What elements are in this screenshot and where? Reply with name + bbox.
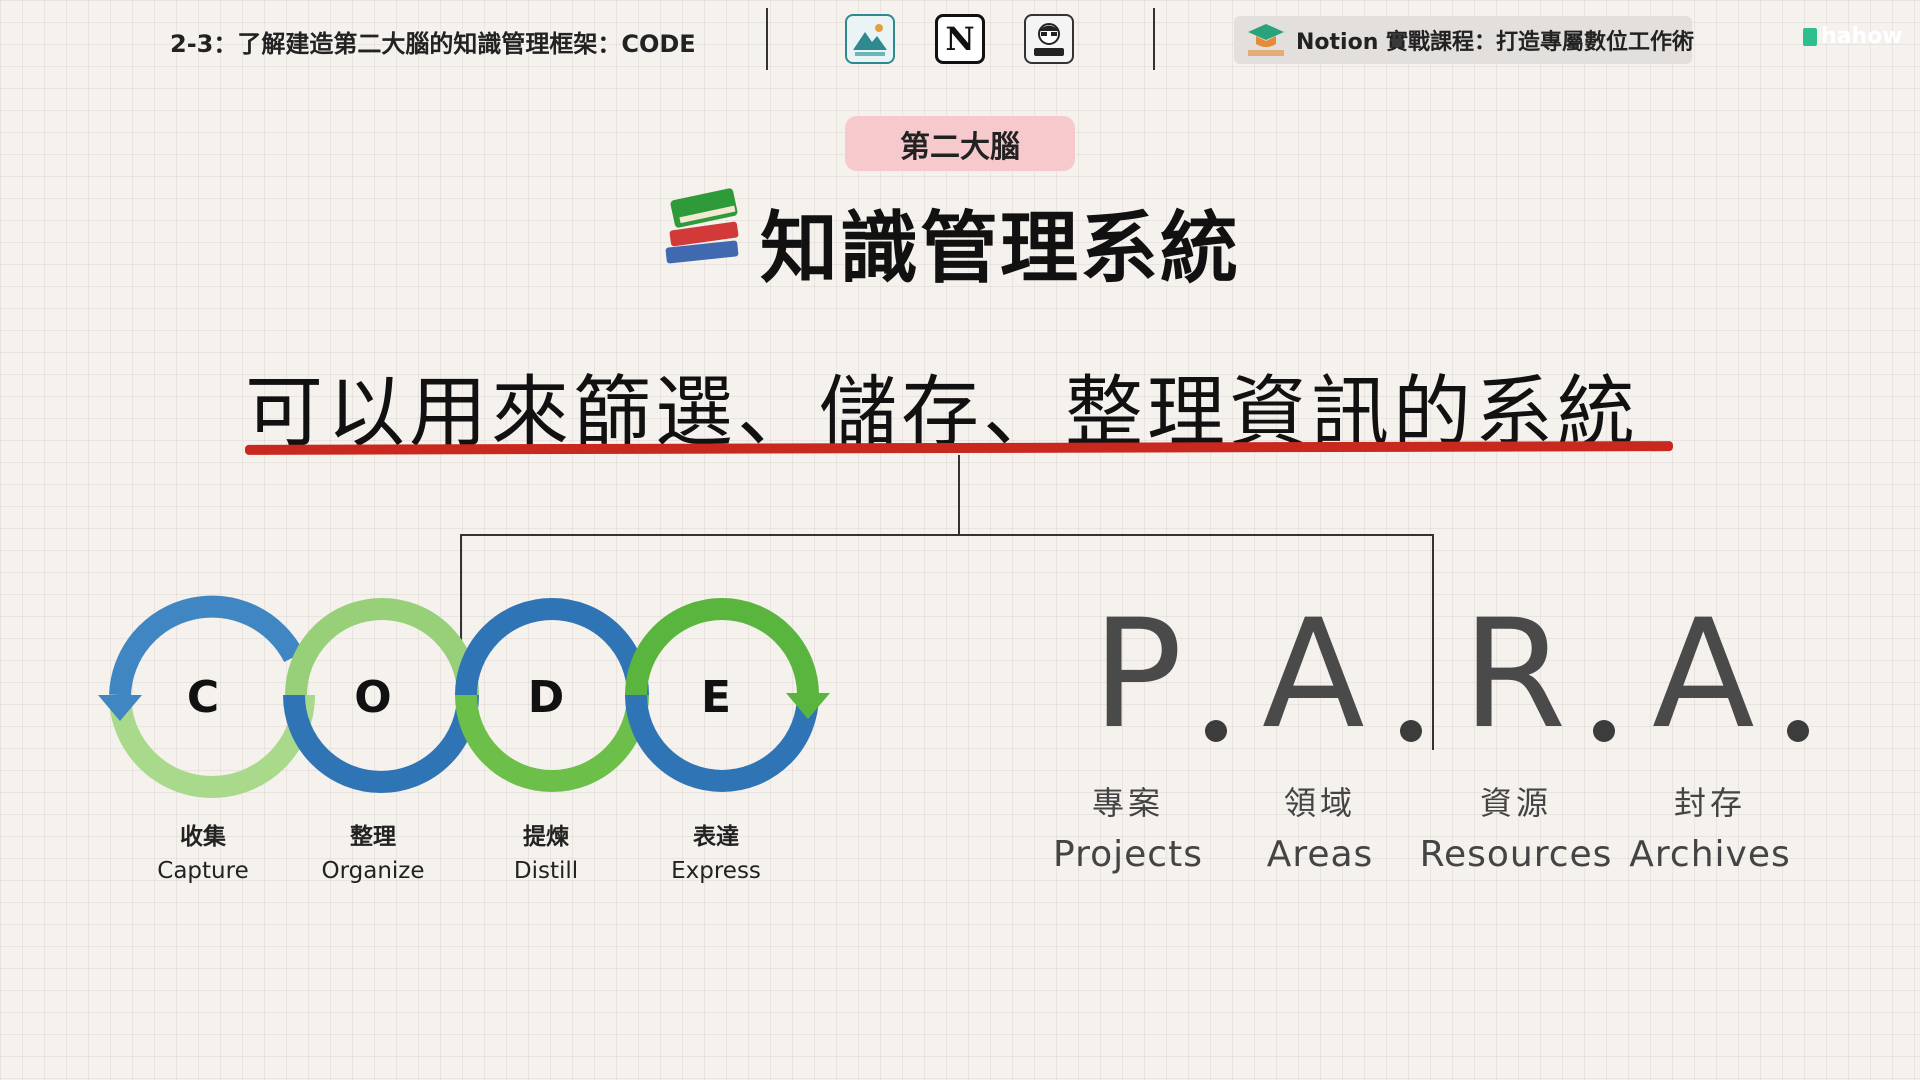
code-step-zh: 收集 (180, 824, 226, 850)
para-label-en: Areas (1266, 834, 1374, 875)
code-step-label: 表達 Express (641, 820, 791, 888)
para-label: 領域 Areas (1220, 778, 1420, 875)
notion-letter: N (945, 20, 975, 58)
para-label: 資源 Resources (1416, 778, 1616, 875)
para-letter-1: P (1092, 588, 1183, 762)
para-label-zh: 專案 (1091, 784, 1164, 822)
para-label-zh: 封存 (1673, 784, 1746, 822)
code-step-label: 整理 Organize (298, 820, 448, 888)
code-step-en: Organize (321, 858, 425, 884)
para-label: 專案 Projects (1028, 778, 1228, 875)
para-label: 封存 Archives (1610, 778, 1810, 875)
code-letter-c: C (186, 672, 220, 723)
brand-logo: hahow (1803, 24, 1903, 49)
person-logo-icon (1024, 14, 1074, 64)
tree-branch (460, 534, 1434, 536)
para-dot (1205, 720, 1227, 742)
course-title: Notion 實戰課程：打造專屬數位工作術 (1296, 30, 1695, 55)
tree-leg-code (460, 534, 462, 644)
para-label-zh: 資源 (1479, 784, 1552, 822)
code-letter-e: E (700, 672, 732, 723)
course-title-pill: Notion 實戰課程：打造專屬數位工作術 (1234, 16, 1695, 64)
para-label-en: Resources (1419, 834, 1613, 875)
code-step-en: Distill (513, 858, 579, 884)
para-dot (1593, 720, 1615, 742)
header-divider-right (1153, 8, 1155, 70)
mountain-logo-icon (845, 14, 895, 64)
code-step-en: Capture (157, 858, 249, 884)
code-step-zh: 整理 (350, 824, 396, 850)
brand-mark-icon (1803, 27, 1817, 46)
brand-name: hahow (1821, 24, 1903, 49)
lesson-title: 2-3：了解建造第二大腦的知識管理框架：CODE (170, 30, 696, 58)
section-badge: 第二大腦 (845, 116, 1075, 171)
para-letter-4: A (1652, 588, 1755, 762)
tree-stem (958, 455, 960, 535)
notion-logo-icon: N (935, 14, 985, 64)
code-step-label: 提煉 Distill (471, 820, 621, 888)
code-letter-o: O (354, 672, 392, 723)
para-label-en: Archives (1629, 834, 1791, 875)
slide-title: 知識管理系統 (760, 204, 1241, 294)
graduation-cap-icon (1244, 20, 1288, 60)
code-letter-d: D (527, 672, 565, 723)
code-step-zh: 提煉 (523, 824, 569, 850)
tree-leg-para (1432, 534, 1434, 750)
code-step-label: 收集 Capture (128, 820, 278, 888)
para-label-en: Projects (1053, 834, 1203, 875)
para-letter-2: A (1262, 588, 1365, 762)
code-cycle-graphic (98, 595, 830, 798)
code-step-zh: 表達 (693, 824, 739, 850)
para-label-zh: 領域 (1283, 784, 1356, 822)
code-step-en: Express (671, 858, 761, 884)
books-icon (660, 182, 748, 272)
para-dot (1400, 720, 1422, 742)
para-letter-3: R (1462, 588, 1567, 762)
header-divider-left (766, 8, 768, 70)
para-dot (1787, 720, 1809, 742)
